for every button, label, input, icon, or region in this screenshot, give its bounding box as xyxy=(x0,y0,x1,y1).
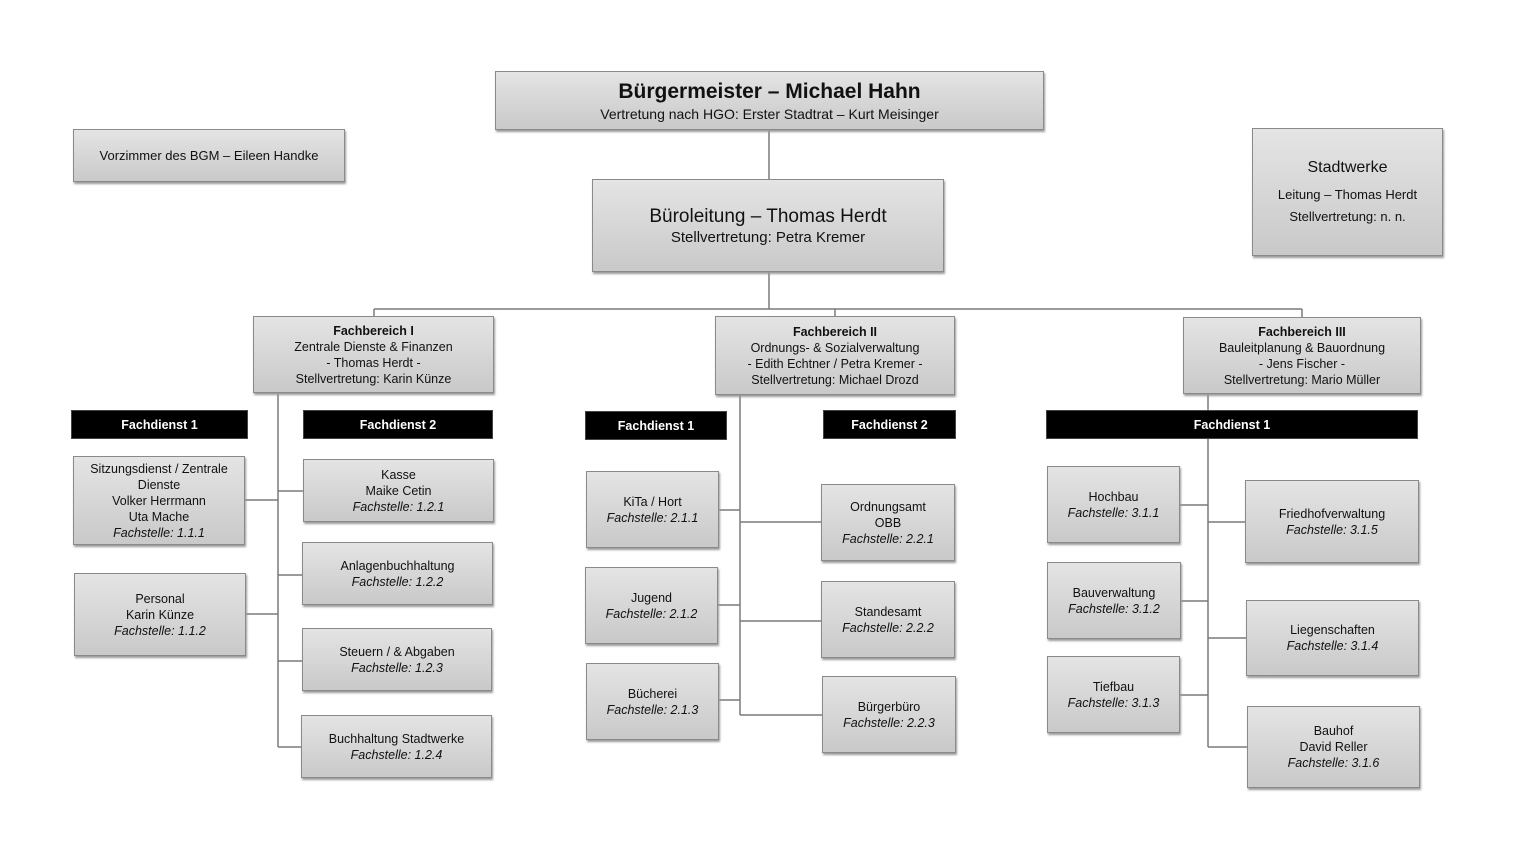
fachbereich-1-line1: Zentrale Dienste & Finanzen xyxy=(294,339,453,354)
unit-label: Dienste xyxy=(137,477,181,492)
fachstelle-3-1-4: Liegenschaften Fachstelle: 3.1.4 xyxy=(1246,600,1419,676)
unit-label: Liegenschaften xyxy=(1290,623,1375,637)
fachstelle-number: Fachstelle: 1.2.3 xyxy=(351,660,443,675)
fachstelle-2-1-1: KiTa / Hort Fachstelle: 2.1.1 xyxy=(586,471,719,548)
buergermeister-box: Bürgermeister – Michael Hahn Vertretung … xyxy=(495,71,1044,130)
fachstelle-1-2-4: Buchhaltung Stadtwerke Fachstelle: 1.2.4 xyxy=(301,715,492,778)
fachstelle-2-1-3: Bücherei Fachstelle: 2.1.3 xyxy=(586,663,719,740)
fachstelle-3-1-3: Tiefbau Fachstelle: 3.1.3 xyxy=(1047,656,1180,733)
unit-person: David Reller xyxy=(1299,740,1368,754)
bueroleitung-title: Büroleitung – Thomas Herdt xyxy=(649,205,887,227)
unit-label: Steuern / & Abgaben xyxy=(339,644,455,659)
unit-label: Buchhaltung Stadtwerke xyxy=(328,731,465,746)
unit-label: Bücherei xyxy=(627,686,678,701)
fachbereich-2-title: Fachbereich II xyxy=(792,324,878,339)
fachstelle-number: Fachstelle: 3.1.5 xyxy=(1286,522,1378,537)
fachstelle-2-2-3: Bürgerbüro Fachstelle: 2.2.3 xyxy=(822,676,956,753)
fachbereich-2-line2: - Edith Echtner / Petra Kremer - xyxy=(747,356,923,371)
vorzimmer-box: Vorzimmer des BGM – Eileen Handke xyxy=(73,129,345,182)
fachstelle-number: Fachstelle: 2.1.1 xyxy=(606,510,699,525)
unit-label: Kasse xyxy=(381,467,416,482)
unit-label: Tiefbau xyxy=(1092,679,1135,694)
fachstelle-number: Fachstelle: 1.1.1 xyxy=(113,525,205,540)
vorzimmer-label: Vorzimmer des BGM – Eileen Handke xyxy=(99,147,319,163)
fachbereich-3-box: Fachbereich III Bauleitplanung & Bauordn… xyxy=(1183,317,1421,394)
fachstelle-1-1-1: Sitzungsdienst / Zentrale Dienste Volker… xyxy=(73,456,245,545)
fb2-fachdienst-1-header: Fachdienst 1 xyxy=(585,411,727,440)
unit-label: Ordnungsamt xyxy=(850,499,926,514)
stadtwerke-title: Stadtwerke xyxy=(1307,159,1388,176)
unit-label: Bürgerbüro xyxy=(857,699,921,714)
fachstelle-3-1-2: Bauverwaltung Fachstelle: 3.1.2 xyxy=(1047,562,1181,639)
fachbereich-2-line1: Ordnungs- & Sozialverwaltung xyxy=(750,340,920,355)
unit-label: Bauverwaltung xyxy=(1072,585,1156,600)
fachbereich-1-box: Fachbereich I Zentrale Dienste & Finanze… xyxy=(253,316,494,393)
fb3-fachdienst-1-header: Fachdienst 1 xyxy=(1046,410,1418,439)
fb1-fachdienst-2-header: Fachdienst 2 xyxy=(303,410,493,439)
fachstelle-number: Fachstelle: 3.1.6 xyxy=(1287,756,1380,770)
fachbereich-1-line3: Stellvertretung: Karin Künze xyxy=(295,371,452,386)
fachstelle-1-2-2: Anlagenbuchhaltung Fachstelle: 1.2.2 xyxy=(302,542,493,605)
fachstelle-number: Fachstelle: 3.1.3 xyxy=(1067,695,1160,710)
unit-label: Bauhof xyxy=(1313,724,1354,738)
fachstelle-number: Fachstelle: 2.1.2 xyxy=(605,606,698,621)
fachstelle-1-2-3: Steuern / & Abgaben Fachstelle: 1.2.3 xyxy=(302,628,492,691)
fachstelle-3-1-5: Friedhofverwaltung Fachstelle: 3.1.5 xyxy=(1245,480,1419,563)
fachstelle-number: Fachstelle: 2.2.2 xyxy=(842,620,934,635)
fachstelle-3-1-1: Hochbau Fachstelle: 3.1.1 xyxy=(1047,466,1180,543)
bueroleitung-stellvertretung: Stellvertretung: Petra Kremer xyxy=(670,228,866,246)
buergermeister-title: Bürgermeister – Michael Hahn xyxy=(618,79,921,103)
fachstelle-number: Fachstelle: 1.1.2 xyxy=(114,623,206,638)
fachstelle-number: Fachstelle: 1.2.2 xyxy=(351,574,444,589)
fachstelle-1-2-1: Kasse Maike Cetin Fachstelle: 1.2.1 xyxy=(303,459,494,522)
fachstelle-1-1-2: Personal Karin Künze Fachstelle: 1.1.2 xyxy=(74,573,246,656)
unit-label: Jugend xyxy=(630,590,672,605)
unit-label: Personal xyxy=(135,591,185,606)
fachbereich-3-line1: Bauleitplanung & Bauordnung xyxy=(1218,340,1386,355)
fachstelle-number: Fachstelle: 3.1.2 xyxy=(1068,601,1160,616)
fachstelle-number: Fachstelle: 1.2.1 xyxy=(352,499,445,514)
fachbereich-1-line2: - Thomas Herdt - xyxy=(326,355,421,370)
fachbereich-3-line3: Stellvertretung: Mario Müller xyxy=(1223,372,1381,387)
unit-label: Friedhofverwaltung xyxy=(1278,506,1386,521)
fachstelle-number: Fachstelle: 2.2.1 xyxy=(842,531,934,546)
stadtwerke-box: Stadtwerke Leitung – Thomas Herdt Stellv… xyxy=(1252,128,1443,256)
fachstelle-number: Fachstelle: 3.1.1 xyxy=(1067,505,1160,520)
fb1-fachdienst-1-header: Fachdienst 1 xyxy=(71,410,248,439)
fachstelle-2-2-1: Ordnungsamt OBB Fachstelle: 2.2.1 xyxy=(821,484,955,561)
unit-person: Maike Cetin xyxy=(365,483,432,498)
unit-label: OBB xyxy=(874,515,902,530)
fachstelle-number: Fachstelle: 1.2.4 xyxy=(350,747,443,762)
fachbereich-2-box: Fachbereich II Ordnungs- & Sozialverwalt… xyxy=(715,316,955,395)
fachstelle-2-1-2: Jugend Fachstelle: 2.1.2 xyxy=(585,567,718,644)
fb2-fachdienst-2-header: Fachdienst 2 xyxy=(823,410,956,439)
unit-label: Hochbau xyxy=(1088,489,1139,504)
stadtwerke-stellvertretung: Stellvertretung: n. n. xyxy=(1289,209,1406,224)
unit-person: Volker Herrmann xyxy=(112,493,206,508)
fachbereich-3-line2: - Jens Fischer - xyxy=(1258,356,1346,371)
fachstelle-number: Fachstelle: 2.2.3 xyxy=(843,715,935,730)
fachstelle-number: Fachstelle: 3.1.4 xyxy=(1286,639,1379,653)
fachbereich-3-title: Fachbereich III xyxy=(1258,324,1346,339)
stadtwerke-leitung: Leitung – Thomas Herdt xyxy=(1277,187,1418,202)
bueroleitung-box: Büroleitung – Thomas Herdt Stellvertretu… xyxy=(592,179,944,272)
unit-label: Sitzungsdienst / Zentrale xyxy=(90,461,228,476)
fachstelle-number: Fachstelle: 2.1.3 xyxy=(606,702,699,717)
unit-label: Standesamt xyxy=(854,604,922,619)
fachstelle-3-1-6: Bauhof David Reller Fachstelle: 3.1.6 xyxy=(1247,706,1420,788)
unit-label: KiTa / Hort xyxy=(623,494,682,509)
buergermeister-vertretung: Vertretung nach HGO: Erster Stadtrat – K… xyxy=(600,105,939,122)
unit-label: Anlagenbuchhaltung xyxy=(340,558,455,573)
fachbereich-1-title: Fachbereich I xyxy=(333,323,414,338)
unit-person: Uta Mache xyxy=(128,509,190,524)
fachbereich-2-line3: Stellvertretung: Michael Drozd xyxy=(751,372,919,387)
unit-person: Karin Künze xyxy=(125,607,195,622)
fachstelle-2-2-2: Standesamt Fachstelle: 2.2.2 xyxy=(821,581,955,658)
